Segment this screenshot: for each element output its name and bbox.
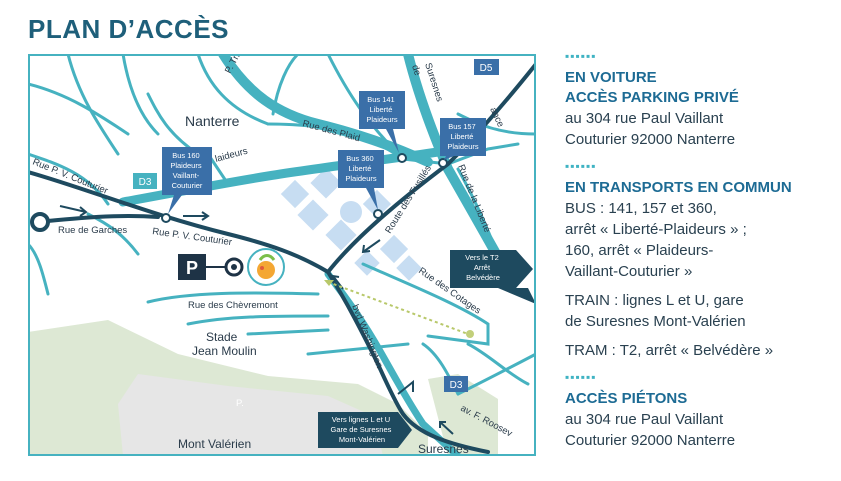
t2-line-3: Belvédère	[466, 273, 500, 282]
public-transport-section: ▪▪▪▪▪▪ EN TRANSPORTS EN COMMUN BUS : 141…	[565, 160, 835, 361]
trains-line-1: Vers lignes L et U	[332, 415, 391, 424]
place-nanterre: Nanterre	[185, 113, 240, 129]
main-roads-dark	[28, 62, 536, 454]
svg-text:Vers lignes L et U Gar: Vers lignes L et U Gare de Suresnes Mont…	[331, 415, 394, 444]
bus-360-callout[interactable]: Bus 360 Liberté Plaideurs	[338, 150, 384, 210]
parking-marker[interactable]: P	[178, 254, 244, 280]
access-info-panel: ▪▪▪▪▪▪ EN VOITURE ACCÈS PARKING PRIVÉ au…	[565, 50, 835, 461]
pedestrian-address-line-2: Couturier 92000 Nanterre	[565, 432, 736, 449]
jardin-de-valerie-logo	[247, 248, 285, 286]
bus-141-line-3: Plaideurs	[366, 115, 398, 124]
bus-160-line-2: Plaideurs	[170, 161, 202, 170]
transport-heading: EN TRANSPORTS EN COMMUN	[565, 179, 792, 196]
bus-157-line-3: Plaideurs	[447, 142, 479, 151]
svg-text:D3: D3	[450, 380, 463, 391]
pedestrian-arrow-icon	[324, 280, 334, 286]
section-dots: ▪▪▪▪▪▪	[565, 370, 597, 384]
train-line-2: de Suresnes Mont-Valérien	[565, 313, 746, 330]
car-heading-2: ACCÈS PARKING PRIVÉ	[565, 89, 739, 106]
bus-line-2: arrêt « Liberté-Plaideurs » ;	[565, 221, 747, 238]
svg-text:Bus 157 Liberté: Bus 157 Liberté Plaideurs	[447, 122, 479, 151]
car-address-line-1: au 304 rue Paul Vaillant	[565, 110, 724, 127]
pedestrian-heading: ACCÈS PIÉTONS	[565, 390, 688, 407]
bus-141-callout[interactable]: Bus 141 Liberté Plaideurs	[359, 91, 405, 153]
badge-d3-bottom: D3	[444, 376, 468, 392]
train-line-1: TRAIN : lignes L et U, gare	[565, 292, 744, 309]
svg-text:D3: D3	[139, 177, 152, 188]
trains-line-2: Gare de Suresnes	[331, 425, 392, 434]
pedestrian-section: ▪▪▪▪▪▪ ACCÈS PIÉTONS au 304 rue Paul Vai…	[565, 371, 835, 451]
bus-157-line-1: Bus 157	[448, 122, 476, 131]
access-map[interactable]: P. Tri aire Suresnes de Rue des Plaid la…	[28, 54, 536, 456]
pedestrian-start-dot	[466, 330, 474, 338]
bus-line-3: 160, arrêt « Plaideurs-	[565, 242, 714, 259]
road-p: P.	[236, 398, 244, 409]
pedestrian-address-line-1: au 304 rue Paul Vaillant	[565, 411, 724, 428]
svg-text:P: P	[186, 258, 198, 278]
badge-d5: D5	[474, 59, 499, 75]
t2-line-1: Vers le T2	[465, 253, 499, 262]
bus-141-line-2: Liberté	[369, 105, 392, 114]
road-de: de	[409, 64, 423, 77]
bus-157-line-2: Liberté	[450, 132, 473, 141]
bus-160-callout[interactable]: Bus 160 Plaideurs Vaillant- Couturier	[162, 147, 212, 214]
bus-line-1: BUS : 141, 157 et 360,	[565, 200, 717, 217]
place-stade-1: Stade	[206, 330, 238, 344]
bus-157-callout[interactable]: Bus 157 Liberté Plaideurs	[440, 118, 486, 160]
tram-line: TRAM : T2, arrêt « Belvédère »	[565, 342, 774, 359]
svg-text:Bus 141 Liberté: Bus 141 Liberté Plaideurs	[366, 95, 398, 124]
trains-line-3: Mont-Valérien	[339, 435, 385, 444]
car-section: ▪▪▪▪▪▪ EN VOITURE ACCÈS PARKING PRIVÉ au…	[565, 50, 835, 150]
place-suresnes: Suresnes	[418, 442, 469, 456]
pedestrian-route	[327, 281, 469, 335]
bus-line-4: Vaillant-Couturier »	[565, 263, 693, 280]
svg-text:Vers le T2 Arrêt: Vers le T2 Arrêt Belvédère	[465, 253, 501, 282]
bus-360-line-1: Bus 360	[346, 154, 374, 163]
svg-text:Bus 160 Plaideurs: Bus 160 Plaideurs Vaillant- Couturier	[170, 151, 203, 190]
bus-141-line-1: Bus 141	[367, 95, 395, 104]
svg-text:D5: D5	[480, 63, 493, 74]
bus-360-line-2: Liberté	[348, 164, 371, 173]
bus-160-line-4: Couturier	[172, 181, 203, 190]
mont-valerien-fort	[118, 374, 383, 456]
page-title: PLAN D’ACCÈS	[28, 14, 230, 44]
place-mont-valerien: Mont Valérien	[178, 437, 251, 451]
road-rue-de-garches: Rue de Garches	[58, 225, 127, 236]
bus-160-line-3: Vaillant-	[173, 171, 200, 180]
badge-d3-left: D3	[133, 173, 157, 189]
t2-line-2: Arrêt	[474, 263, 491, 272]
green-patch	[428, 374, 498, 456]
svg-text:Bus 360 Liberté: Bus 360 Liberté Plaideurs	[345, 154, 377, 183]
t2-direction-callout[interactable]: Vers le T2 Arrêt Belvédère	[450, 250, 536, 304]
car-address-line-2: Couturier 92000 Nanterre	[565, 131, 736, 148]
place-stade-2: Jean Moulin	[192, 344, 257, 358]
section-dots: ▪▪▪▪▪▪	[565, 159, 597, 173]
trains-direction-callout[interactable]: Vers lignes L et U Gare de Suresnes Mont…	[318, 412, 412, 448]
section-dots: ▪▪▪▪▪▪	[565, 49, 597, 63]
car-heading-1: EN VOITURE	[565, 69, 657, 86]
road-rue-des-chevremont: Rue des Chèvremont	[188, 300, 278, 311]
bus-360-line-3: Plaideurs	[345, 174, 377, 183]
bus-160-line-1: Bus 160	[172, 151, 200, 160]
roundabout-icon	[30, 212, 50, 232]
